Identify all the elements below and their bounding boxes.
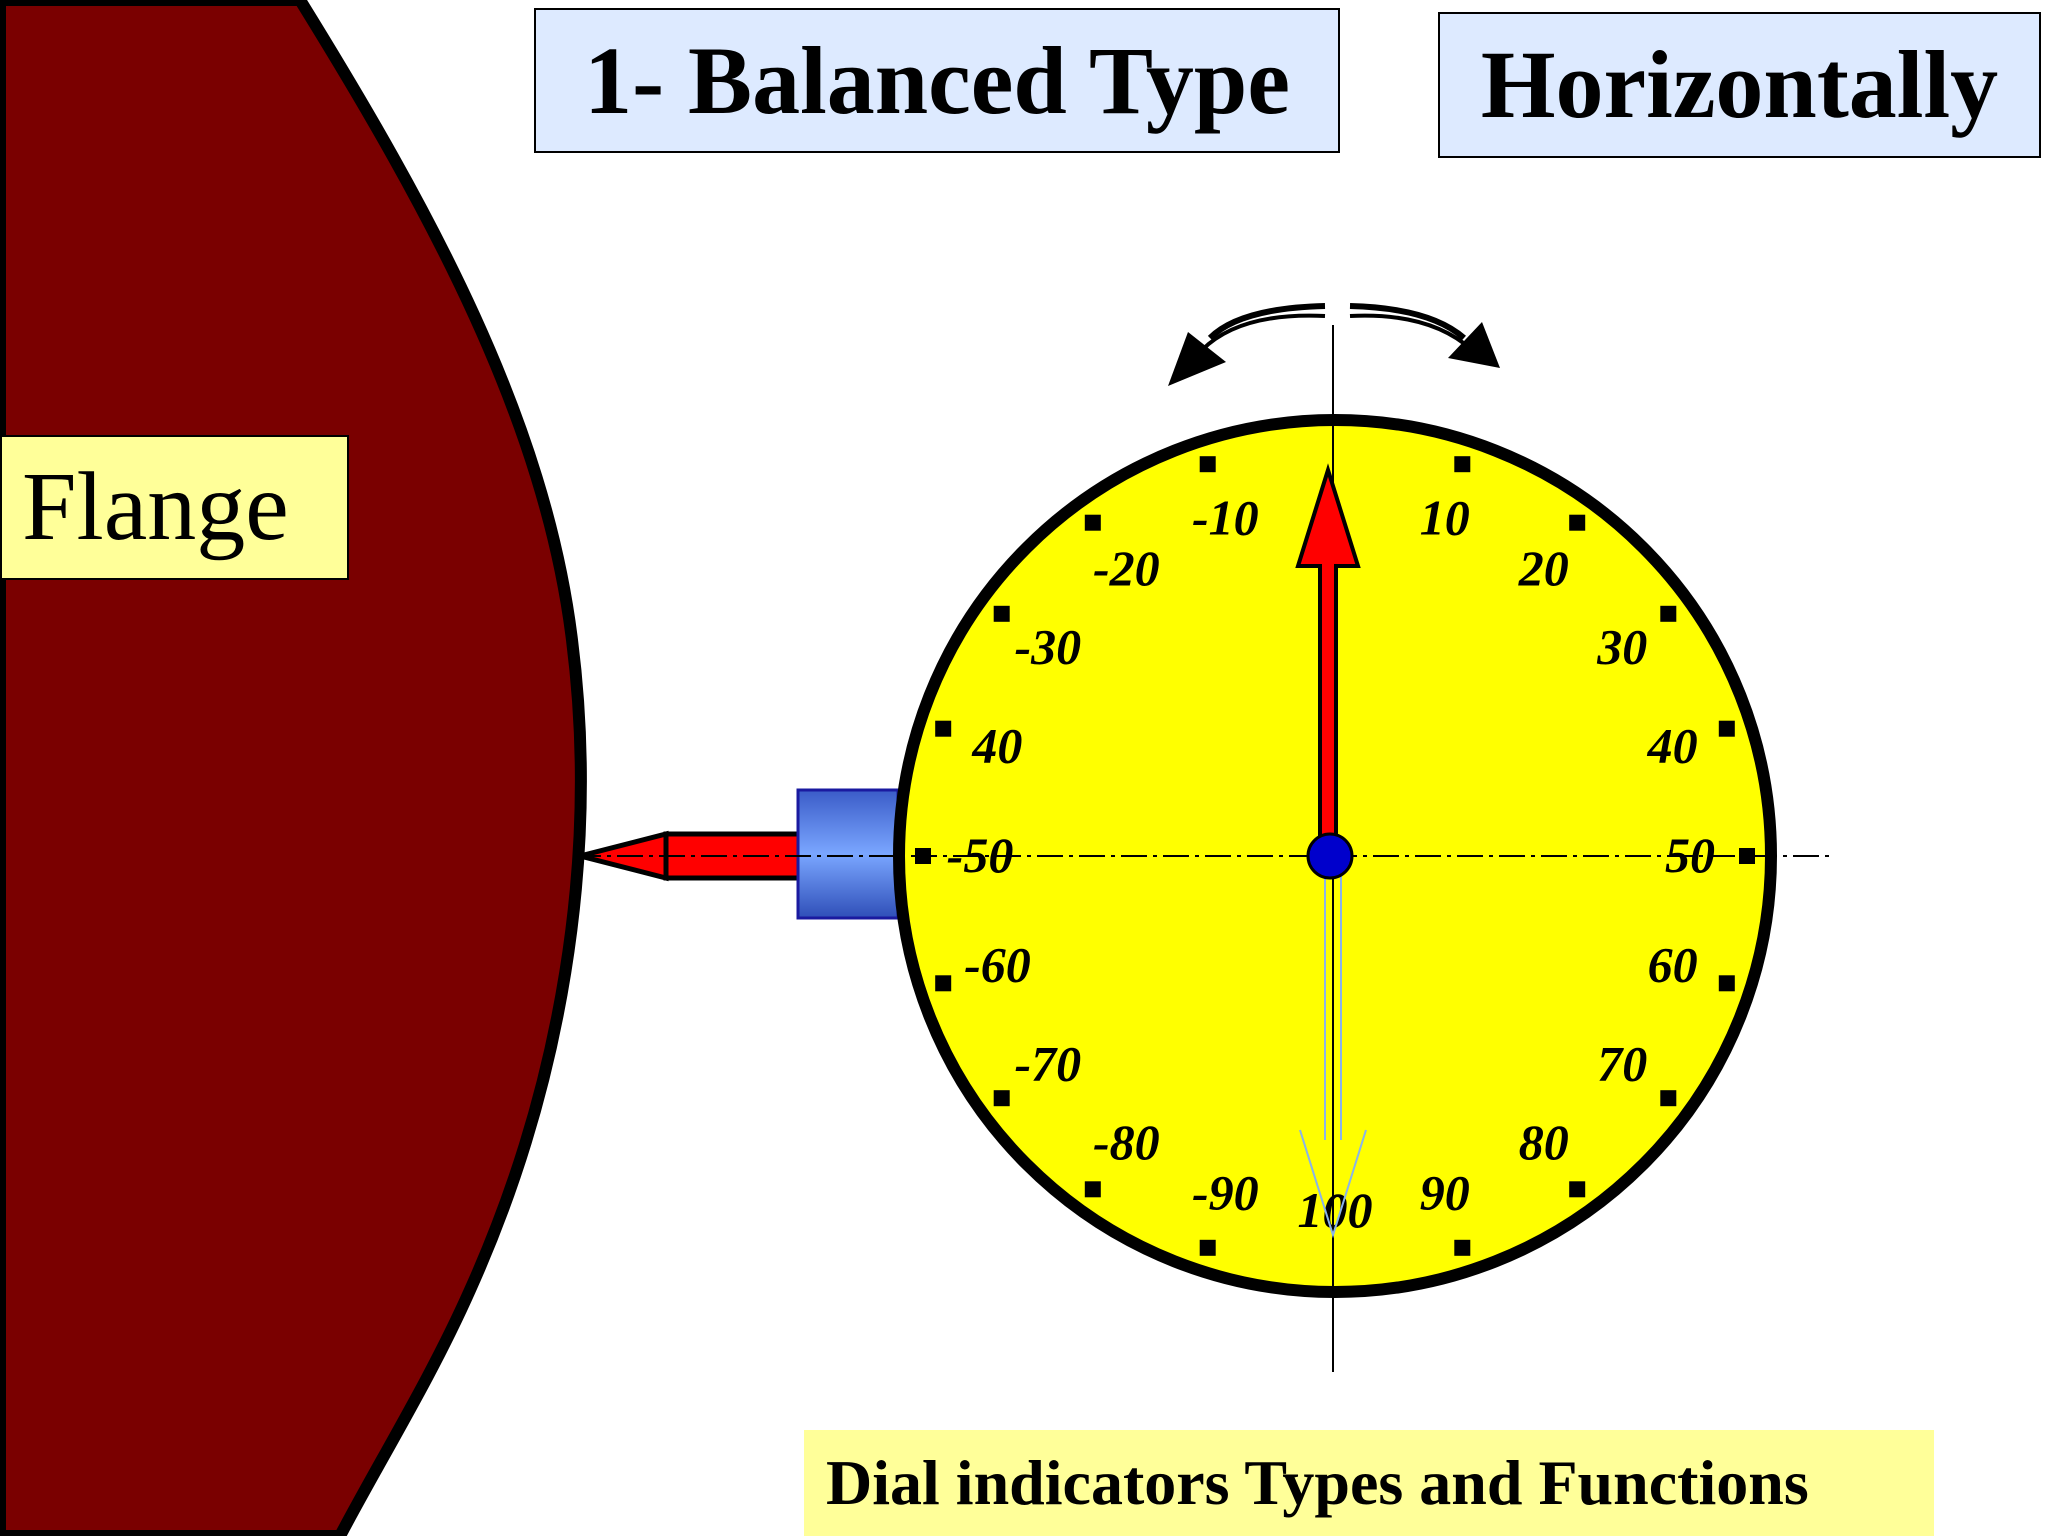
dial-tick-mark	[993, 1090, 1010, 1107]
dial-numeral: 40	[1647, 717, 1698, 773]
dial-tick-mark	[1199, 456, 1216, 473]
dial-tick-mark	[1454, 456, 1471, 473]
dial-tick-mark	[1718, 975, 1735, 992]
dial-tick-mark	[1199, 1239, 1216, 1256]
dial-tick-mark	[1718, 720, 1735, 737]
dial-numeral: -30	[1014, 618, 1081, 674]
dial-numeral: -90	[1192, 1165, 1259, 1221]
flange-body	[0, 0, 587, 1536]
plunger-housing	[796, 788, 900, 920]
dial-numeral: 30	[1596, 618, 1647, 674]
dial-numeral: 70	[1597, 1036, 1647, 1092]
dial-numeral: -20	[1093, 540, 1160, 596]
flange-label: Flange	[0, 435, 349, 580]
dial-numeral: -50	[947, 827, 1014, 883]
dial-numeral: 90	[1420, 1165, 1470, 1221]
dial-numeral: 20	[1518, 540, 1569, 596]
rotation-arrow	[1168, 303, 1500, 386]
dial-numerals: 102030405060708090-10-20-3040-50-60-70-8…	[947, 489, 1715, 1238]
dial-tick-mark	[915, 848, 931, 864]
dial-numeral: 10	[1420, 489, 1470, 545]
dial-numeral: 50	[1665, 827, 1715, 883]
dial-hub	[1306, 832, 1354, 880]
dial-numeral: -80	[1093, 1114, 1160, 1170]
dial-pointer	[1295, 463, 1361, 858]
dial-tick-mark	[935, 975, 952, 992]
dial-tick-mark	[1084, 514, 1101, 531]
dial-tick-mark	[1739, 848, 1755, 864]
dial-tick-mark	[1084, 1181, 1101, 1198]
ghost-pointer	[1299, 856, 1367, 1239]
dial-tick-mark	[1660, 1090, 1677, 1107]
dial-tick-mark	[1569, 1181, 1586, 1198]
title-label: 1- Balanced Type	[534, 8, 1340, 153]
rotate-right-arrowhead-icon	[1448, 322, 1500, 368]
dial-numeral: 60	[1648, 937, 1698, 993]
dial-ticks	[915, 456, 1755, 1256]
dial-numeral: 40	[971, 717, 1022, 773]
dial-tick-mark	[1454, 1239, 1471, 1256]
dial-tick-mark	[993, 605, 1010, 622]
dial-numeral: -10	[1192, 489, 1259, 545]
caption: Dial indicators Types and Functions	[804, 1430, 1934, 1536]
dial-numeral: -60	[964, 937, 1031, 993]
dial-tick-mark	[1569, 514, 1586, 531]
dial-tick-mark	[935, 720, 952, 737]
dial-numeral: -70	[1014, 1036, 1081, 1092]
dial-numeral: 80	[1519, 1114, 1569, 1170]
dial-tick-mark	[1660, 605, 1677, 622]
rotate-left-arrowhead-icon	[1168, 332, 1226, 386]
orientation-label: Horizontally	[1438, 12, 2041, 158]
